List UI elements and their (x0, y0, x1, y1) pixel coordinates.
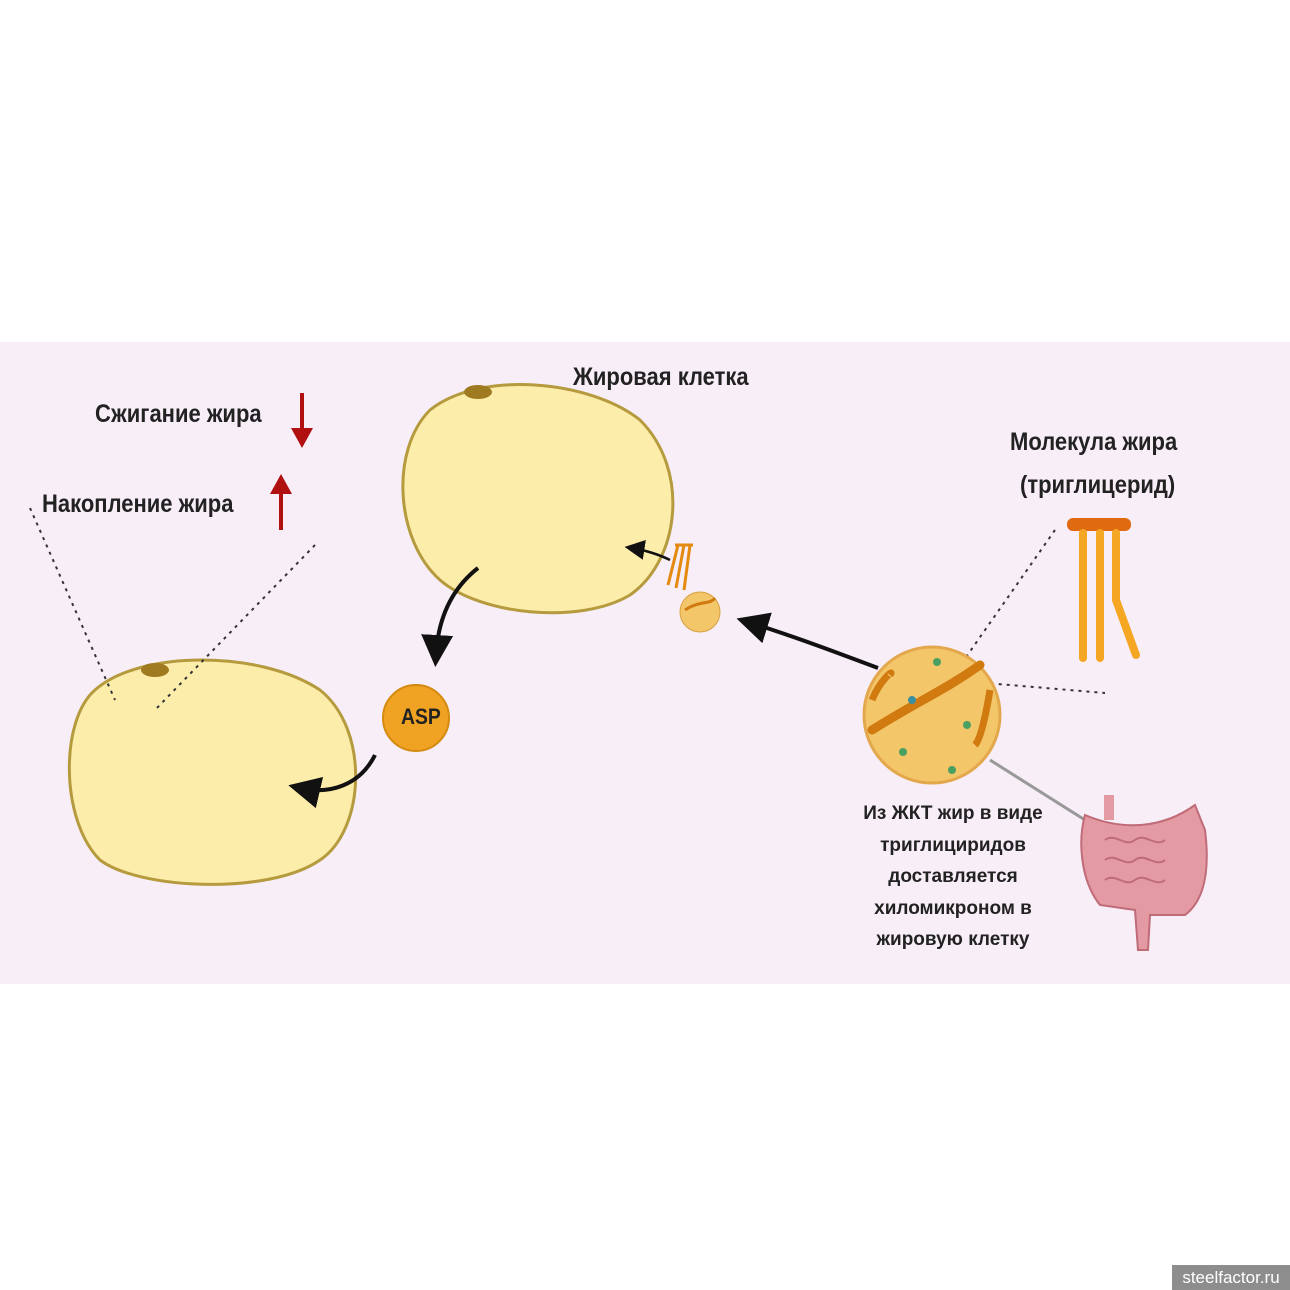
fat-storage-label: Накопление жира (42, 490, 234, 518)
caption-line: жировую клетку (876, 929, 1030, 950)
fat-cell-top (401, 383, 675, 615)
caption-line: доставляется (888, 866, 1018, 887)
fat-storage-up-arrow (270, 474, 292, 530)
arrow-chylomicron (736, 612, 879, 670)
zoom-lines (29, 507, 1106, 711)
small-chylomicron (666, 543, 721, 633)
fat-molecule-label: Молекула жира (1010, 428, 1178, 456)
arrow-cell-to-asp (421, 566, 480, 667)
caption-line: триглициридов (880, 834, 1026, 856)
watermark: steelfactor.ru (1172, 1265, 1290, 1290)
chylomicron-caption: Из ЖКТ жир в виде триглициридов доставля… (838, 798, 1068, 956)
flow-arrows (288, 540, 879, 809)
intestine-icon (1080, 795, 1208, 951)
triglyceride-molecule (1067, 518, 1140, 662)
fat-cell-bottom (67, 658, 358, 886)
nucleus-icon (464, 385, 492, 399)
fat-burning-down-arrow (291, 393, 313, 448)
chylomicron (862, 645, 1002, 785)
caption-line: хиломикроном в (874, 897, 1032, 919)
pointer-line (989, 758, 1086, 822)
arrow-asp-to-cell (288, 754, 377, 809)
triglyceride-label: (триглицерид) (1020, 471, 1176, 499)
asp-protein (382, 684, 450, 752)
fat-burning-label: Сжигание жира (95, 400, 262, 428)
nucleus-icon (141, 663, 169, 677)
fat-cell-label: Жировая клетка (573, 363, 749, 391)
caption-line: Из ЖКТ жир в виде (863, 803, 1043, 824)
asp-label: ASP (401, 704, 441, 729)
